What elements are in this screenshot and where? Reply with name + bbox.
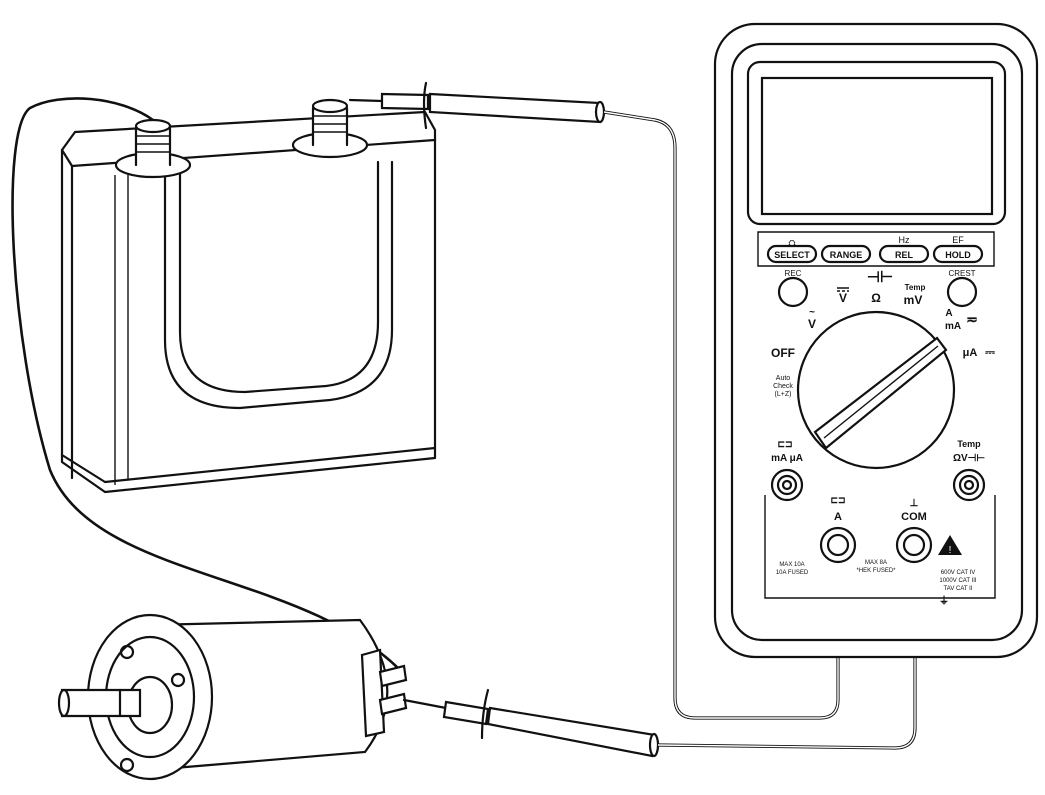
fuse-note-left-1: MAX 10A: [779, 562, 804, 568]
hold-button[interactable]: HOLD: [932, 244, 984, 264]
dial-capacitance-icon: ⊣⊢: [867, 269, 893, 286]
select-button-top-icon: ⛭: [788, 238, 795, 248]
rel-button-label: REL: [895, 250, 914, 260]
a-jack-label: A: [834, 511, 842, 523]
temp-jack-label: Temp: [957, 439, 981, 449]
meter-button-row: ⛭ Hz EF SELECT RANGE REL HOLD: [757, 231, 995, 267]
com-jack-label: COM: [901, 511, 927, 523]
ma-ua-jack[interactable]: [770, 468, 804, 502]
dial-acv-label: V: [808, 317, 816, 331]
dial-dc-icon: ⎓: [985, 345, 995, 359]
capacitor-terminal-right: [291, 98, 369, 159]
select-button[interactable]: SELECT: [766, 244, 818, 264]
cat-rating-3: TAV CAT II: [944, 586, 973, 592]
hold-button-label: HOLD: [945, 250, 971, 260]
svg-text:!: !: [949, 545, 952, 556]
fuse-note-left-2: 10A FUSED: [776, 570, 809, 576]
fuse-note-mid-1: MAX 8A: [865, 560, 887, 566]
dial-ua-label: μA: [963, 347, 978, 359]
cat-rating-1: 600V CAT IV: [941, 570, 975, 576]
dial-a-label: A: [945, 308, 952, 319]
dial-mv-label: mV: [904, 293, 923, 307]
dial-ma-label: mA: [945, 321, 961, 332]
capacitor-to-motor-wire: [11, 97, 401, 671]
rotary-dial[interactable]: [796, 310, 956, 470]
a-jack[interactable]: [819, 526, 857, 564]
crest-button[interactable]: [946, 276, 978, 308]
ohm-v-jack[interactable]: [952, 468, 986, 502]
a-fuse-icon: ⊏⊐: [830, 495, 845, 505]
rec-label: REC: [785, 269, 802, 278]
probe-red: [348, 81, 606, 130]
range-button-label: RANGE: [830, 250, 863, 260]
capacitor: [60, 110, 437, 494]
dial-temp-label: Temp: [905, 283, 926, 292]
com-jack[interactable]: [895, 526, 933, 564]
select-button-label: SELECT: [774, 250, 810, 260]
com-ground-icon: ⊥: [910, 498, 919, 509]
rec-button[interactable]: [777, 276, 809, 308]
dial-ohm-label: Ω: [871, 291, 881, 305]
crest-label: CREST: [948, 269, 975, 278]
auto-check-line1: Auto: [776, 375, 791, 382]
rel-button[interactable]: REL: [878, 244, 930, 264]
auto-check-line3: (L+Z): [775, 391, 792, 398]
ohm-v-jack-label: ΩV⊣⊢: [953, 453, 985, 464]
dial-off-label: OFF: [771, 346, 795, 360]
hold-button-top: EF: [952, 235, 964, 245]
ma-ua-jack-label: mA μA: [771, 453, 803, 464]
motor: [57, 613, 408, 781]
dial-dcv-label: V: [839, 291, 847, 305]
dial-acv-wave-icon: ~: [809, 307, 815, 318]
range-button[interactable]: RANGE: [820, 244, 872, 264]
rel-button-top: Hz: [899, 235, 910, 245]
probe-black: [402, 688, 660, 758]
ground-symbol-icon: ⏚: [939, 595, 949, 607]
fuse-note-mid-2: *HEK FUSED*: [856, 568, 896, 574]
cat-rating-2: 1000V CAT III: [939, 578, 976, 584]
dial-ac-dc-icon: ≂: [966, 311, 978, 327]
ma-ua-fuse-icon: ⊏⊐: [777, 439, 792, 449]
auto-check-line2: Check: [773, 383, 793, 390]
capacitor-terminal-left: [114, 118, 192, 179]
warning-triangle-icon: [938, 535, 962, 555]
